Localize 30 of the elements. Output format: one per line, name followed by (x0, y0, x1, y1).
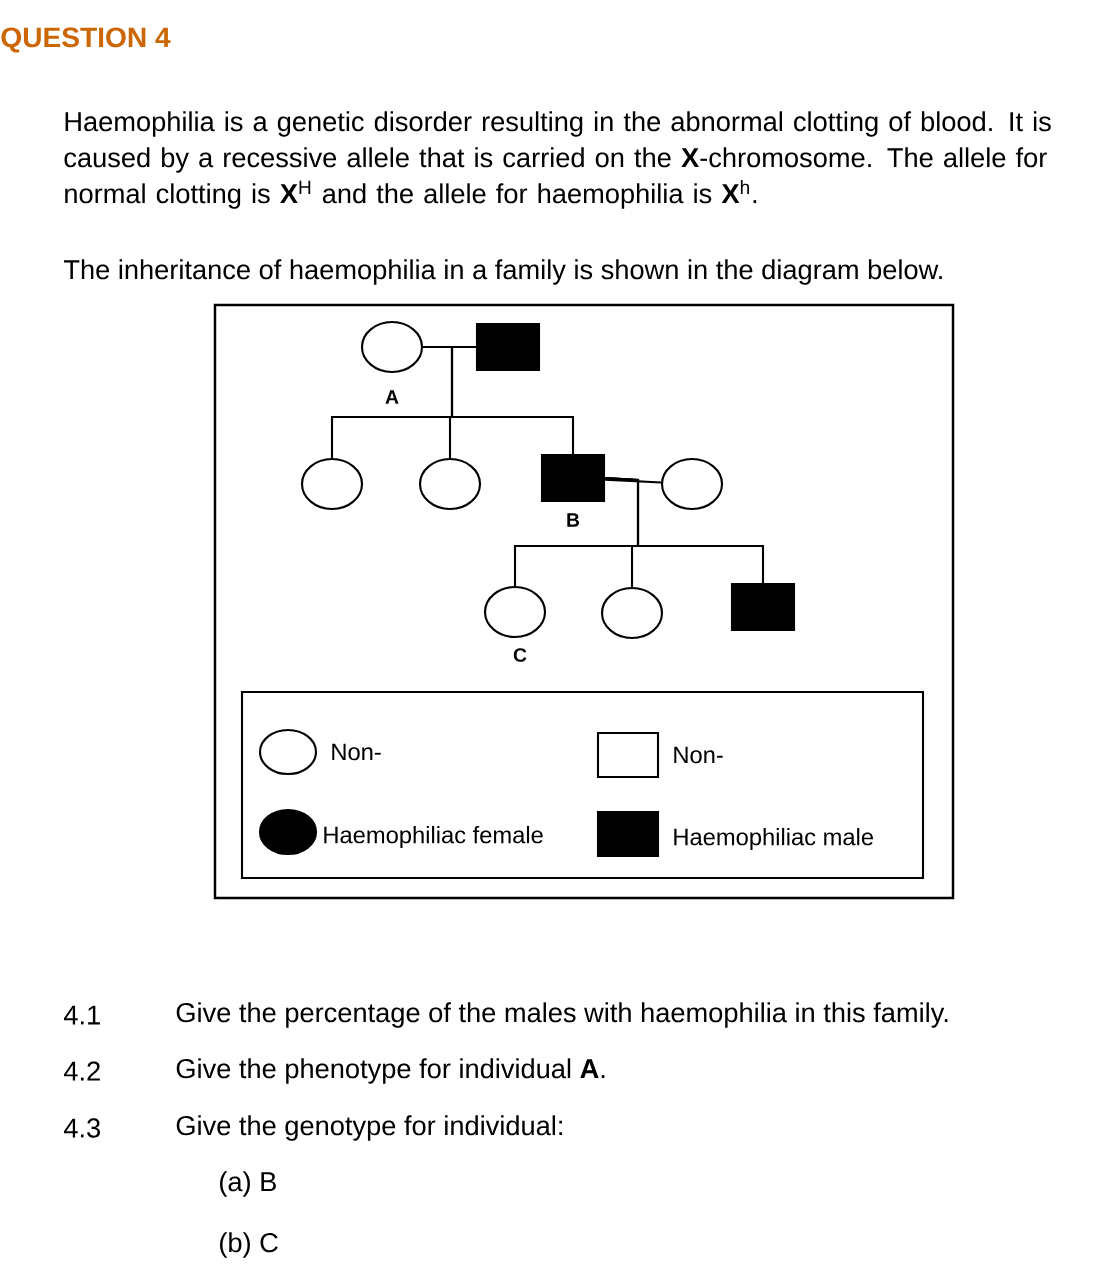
descent-line (423, 345, 575, 454)
question-text: Give the percentage of the males with haemophilia in this family. (176, 1002, 948, 1028)
mating-line (605, 478, 662, 484)
female-symbol (360, 320, 424, 374)
female-symbol (483, 585, 547, 639)
female-symbol (300, 457, 364, 511)
instruction-text: The inheritance of haemophilia in a family is shown in the diagram below. (63, 259, 942, 285)
male-symbol (475, 322, 541, 372)
female-symbol (660, 457, 724, 511)
intro-paragraph: Haemophilia is a genetic disorder resulting in the abnormal clotting of blood. It is caused by a recessive allele that is carried on the X-chromosome. The allele for normal clotting is X$^{H}$ and the allele for haemophilia is X$^{h}$. (64, 111, 1051, 209)
descent-line (605, 476, 765, 583)
question-number: 4.3 (64, 1118, 100, 1138)
legend-text: Haemophiliac female (324, 825, 543, 849)
question-text: Give the genotype for individual: (176, 1115, 562, 1141)
legend-text: Haemophiliac male (674, 827, 873, 851)
individual-label: A (385, 390, 399, 404)
question-number: 4.2 (64, 1061, 100, 1081)
female-symbol (418, 457, 482, 511)
legend-text: Non- (332, 743, 381, 761)
question-text: (b) C (220, 1232, 278, 1258)
individual-label: B (567, 513, 580, 527)
individual-label: C (513, 648, 527, 662)
question-text: Give the phenotype for individual A. (176, 1058, 605, 1084)
male-symbol (540, 453, 606, 503)
female-symbol (600, 586, 664, 640)
question-heading: QUESTION 4 (1, 27, 171, 53)
legend-text: Non- (674, 746, 723, 764)
question-number: 4.1 (64, 1005, 100, 1025)
male-symbol (730, 582, 796, 632)
question-text: (a) B (220, 1171, 276, 1197)
